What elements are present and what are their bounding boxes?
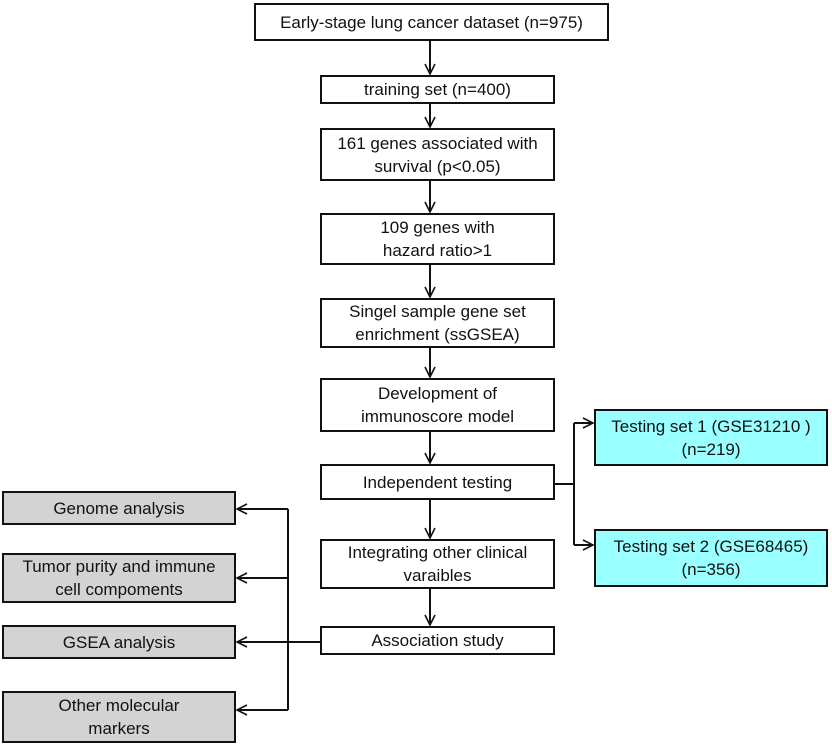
node-ssgsea: Singel sample gene set enrichment (ssGSE… bbox=[320, 298, 555, 348]
node-gsea-analysis: GSEA analysis bbox=[2, 625, 236, 659]
node-association-study: Association study bbox=[320, 626, 555, 655]
node-tumor-purity: Tumor purity and immune cell compoments bbox=[2, 553, 236, 603]
node-genes-survival: 161 genes associated with survival (p<0.… bbox=[320, 128, 555, 181]
node-dataset: Early-stage lung cancer dataset (n=975) bbox=[254, 3, 609, 41]
branch-to-testing-sets bbox=[555, 423, 575, 485]
node-other-markers: Other molecular markers bbox=[2, 691, 236, 743]
node-genome-analysis: Genome analysis bbox=[2, 491, 236, 525]
node-training-set: training set (n=400) bbox=[320, 75, 555, 104]
node-testing-set-2: Testing set 2 (GSE68465) (n=356) bbox=[594, 529, 828, 587]
node-integrating-clinical: Integrating other clinical varaibles bbox=[320, 539, 555, 589]
node-genes-hazard: 109 genes with hazard ratio>1 bbox=[320, 213, 555, 265]
node-immunoscore-model: Development of immunoscore model bbox=[320, 378, 555, 432]
node-testing-set-1: Testing set 1 (GSE31210 ) (n=219) bbox=[594, 409, 828, 466]
node-independent-testing: Independent testing bbox=[320, 464, 555, 500]
